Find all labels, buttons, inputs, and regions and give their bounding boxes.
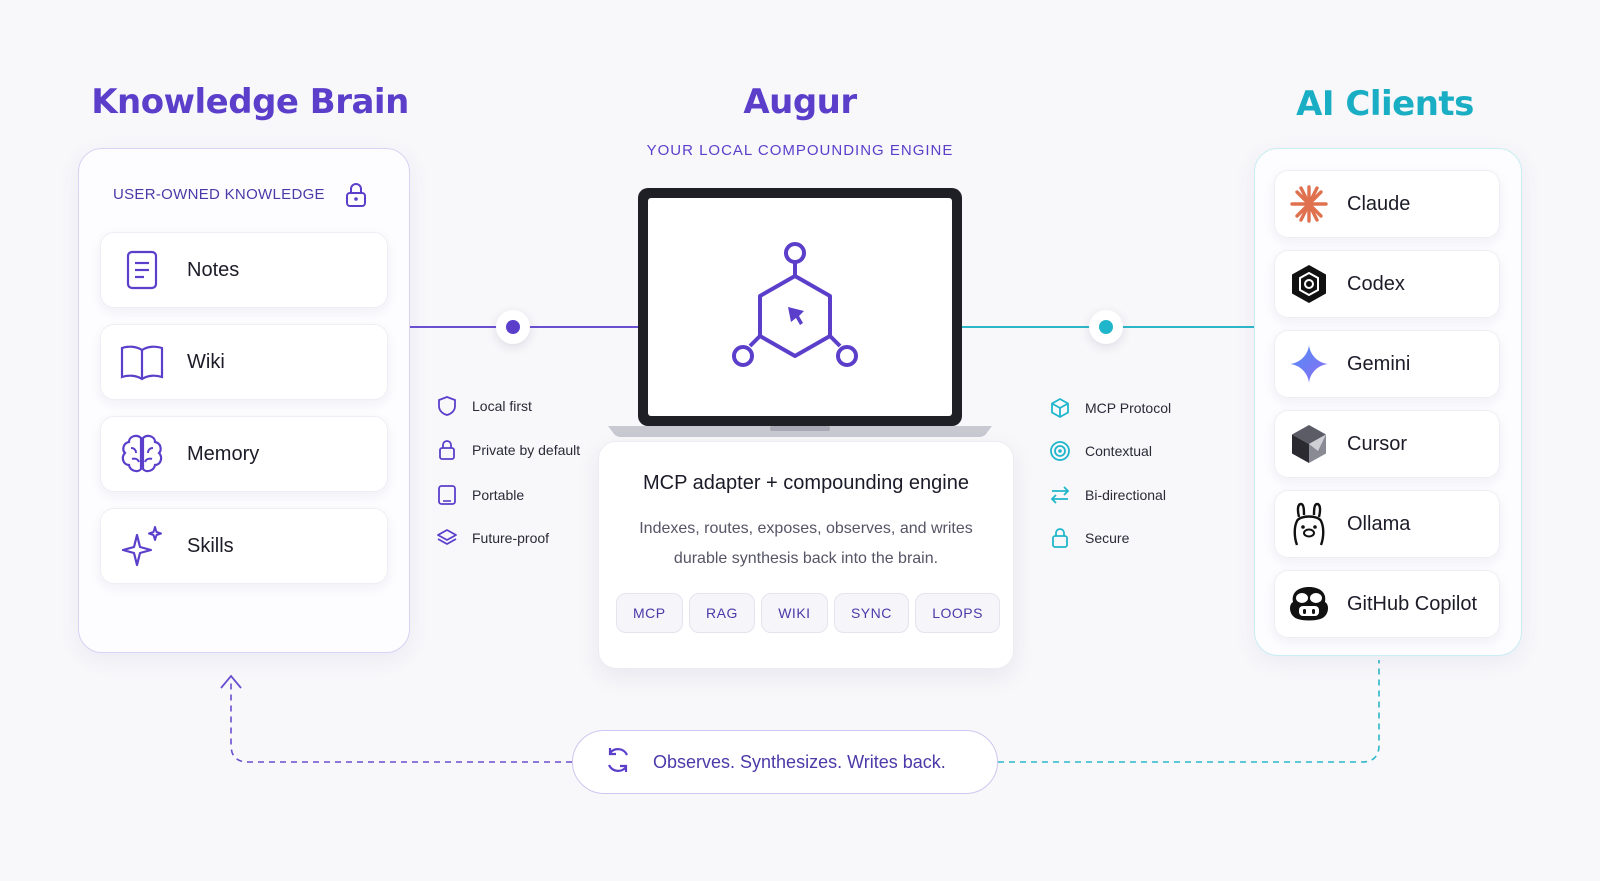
client-label: Codex [1347, 272, 1405, 295]
knowledge-brain-title: Knowledge Brain [91, 82, 409, 122]
user-owned-knowledge-label: USER-OWNED KNOWLEDGE [113, 186, 325, 203]
feature-mcp-protocol: MCP Protocol [1049, 397, 1171, 419]
client-github-copilot[interactable]: GitHub Copilot [1274, 570, 1500, 638]
lock-icon [1049, 527, 1071, 549]
ollama-icon [1287, 502, 1331, 546]
gemini-icon [1287, 342, 1331, 386]
feature-label: Local first [472, 398, 532, 414]
arrows-icon [1049, 484, 1071, 506]
tag-mcp[interactable]: MCP [616, 593, 683, 633]
feature-label: Secure [1085, 530, 1130, 546]
feature-label: Contextual [1085, 443, 1152, 459]
engine-description: Indexes, routes, exposes, observes, and … [639, 520, 973, 567]
feature-contextual: Contextual [1049, 440, 1152, 462]
kb-item-wiki[interactable]: Wiki [100, 324, 388, 400]
right-connector-dot [1089, 310, 1123, 344]
ai-clients-title: AI Clients [1296, 84, 1474, 124]
feature-local-first: Local first [436, 395, 532, 417]
kb-item-notes[interactable]: Notes [100, 232, 388, 308]
refresh-icon [603, 745, 633, 780]
client-label: Cursor [1347, 432, 1408, 455]
kb-item-skills[interactable]: Skills [100, 508, 388, 584]
sparkles-icon [119, 523, 165, 569]
client-gemini[interactable]: Gemini [1274, 330, 1500, 398]
notes-icon [119, 247, 165, 293]
copilot-icon [1287, 582, 1331, 626]
target-icon [1049, 440, 1071, 462]
client-codex[interactable]: Codex [1274, 250, 1500, 318]
lock-icon [344, 182, 368, 208]
tablet-icon [436, 484, 458, 506]
feature-label: Future-proof [472, 530, 550, 546]
cursor-icon [1287, 422, 1331, 466]
loop-pill: Observes. Synthesizes. Writes back. [572, 730, 998, 794]
engine-tags: MCP RAG WIKI SYNC LOOPS [616, 593, 1000, 633]
lock-icon [436, 439, 458, 461]
claude-icon [1287, 182, 1331, 226]
client-label: Ollama [1347, 512, 1411, 535]
cube-icon [1049, 397, 1071, 419]
client-label: GitHub Copilot [1347, 592, 1478, 615]
layers-icon [436, 527, 458, 549]
feature-label: Portable [472, 487, 525, 503]
engine-title: MCP adapter + compounding engine [643, 472, 969, 494]
left-connector-dot [496, 310, 530, 344]
laptop-illustration [608, 188, 992, 438]
client-ollama[interactable]: Ollama [1274, 490, 1500, 558]
augur-subtitle: YOUR LOCAL COMPOUNDING ENGINE [646, 142, 954, 159]
codex-icon [1287, 262, 1331, 306]
kb-item-label: Wiki [187, 350, 225, 373]
client-cursor[interactable]: Cursor [1274, 410, 1500, 478]
kb-item-label: Skills [187, 534, 234, 557]
client-label: Claude [1347, 192, 1411, 215]
tag-rag[interactable]: RAG [689, 593, 755, 633]
client-label: Gemini [1347, 352, 1411, 375]
client-claude[interactable]: Claude [1274, 170, 1500, 238]
shield-icon [436, 395, 458, 417]
feature-portable: Portable [436, 484, 524, 506]
tag-sync[interactable]: SYNC [833, 593, 909, 633]
kb-item-label: Memory [187, 442, 260, 465]
augur-title: Augur [743, 82, 857, 122]
tag-loops[interactable]: LOOPS [915, 593, 1000, 633]
book-icon [119, 339, 165, 385]
feature-future-proof: Future-proof [436, 527, 549, 549]
feature-label: MCP Protocol [1085, 400, 1172, 416]
feature-label: Bi-directional [1085, 487, 1166, 503]
loop-label: Observes. Synthesizes. Writes back. [653, 751, 946, 772]
feature-private-by-default: Private by default [436, 439, 580, 461]
tag-wiki[interactable]: WIKI [761, 593, 828, 633]
kb-item-memory[interactable]: Memory [100, 416, 388, 492]
feature-secure: Secure [1049, 527, 1129, 549]
brain-icon [119, 431, 165, 477]
feature-label: Private by default [472, 442, 581, 458]
kb-item-label: Notes [187, 258, 240, 281]
feature-bi-directional: Bi-directional [1049, 484, 1166, 506]
